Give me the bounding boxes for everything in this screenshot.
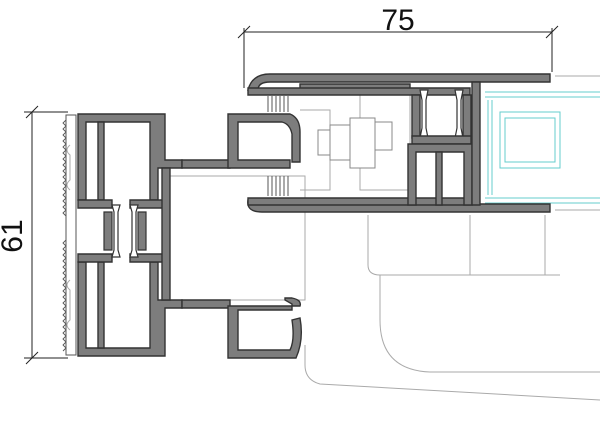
frame-lower-rail xyxy=(227,297,303,359)
brush-gasket-top xyxy=(267,96,289,112)
outer-frame-profile xyxy=(62,113,231,357)
dimension-width: 75 xyxy=(237,4,559,88)
frame-connecting-web xyxy=(181,159,231,169)
frame-lower-inner-wall xyxy=(97,261,105,349)
sash-top-rail xyxy=(247,73,551,91)
serration-teeth xyxy=(62,119,67,352)
sash-thermal-break xyxy=(419,89,464,139)
serrated-wall-strip xyxy=(65,114,77,356)
brush-gasket-bottom xyxy=(267,176,289,196)
frame-upper-inner-wall xyxy=(97,121,105,201)
glazing-bead xyxy=(471,81,481,206)
sash-profile xyxy=(247,73,551,213)
frame-upper-rail xyxy=(227,113,301,169)
height-dimension-label: 61 xyxy=(0,219,29,252)
hardware-block xyxy=(317,117,393,169)
frame-lower-chamber xyxy=(77,261,183,357)
glazing-unit xyxy=(485,91,600,204)
width-dimension-label: 75 xyxy=(381,4,414,37)
dimension-height: 61 xyxy=(0,105,68,365)
frame-thermal-break xyxy=(103,204,147,258)
